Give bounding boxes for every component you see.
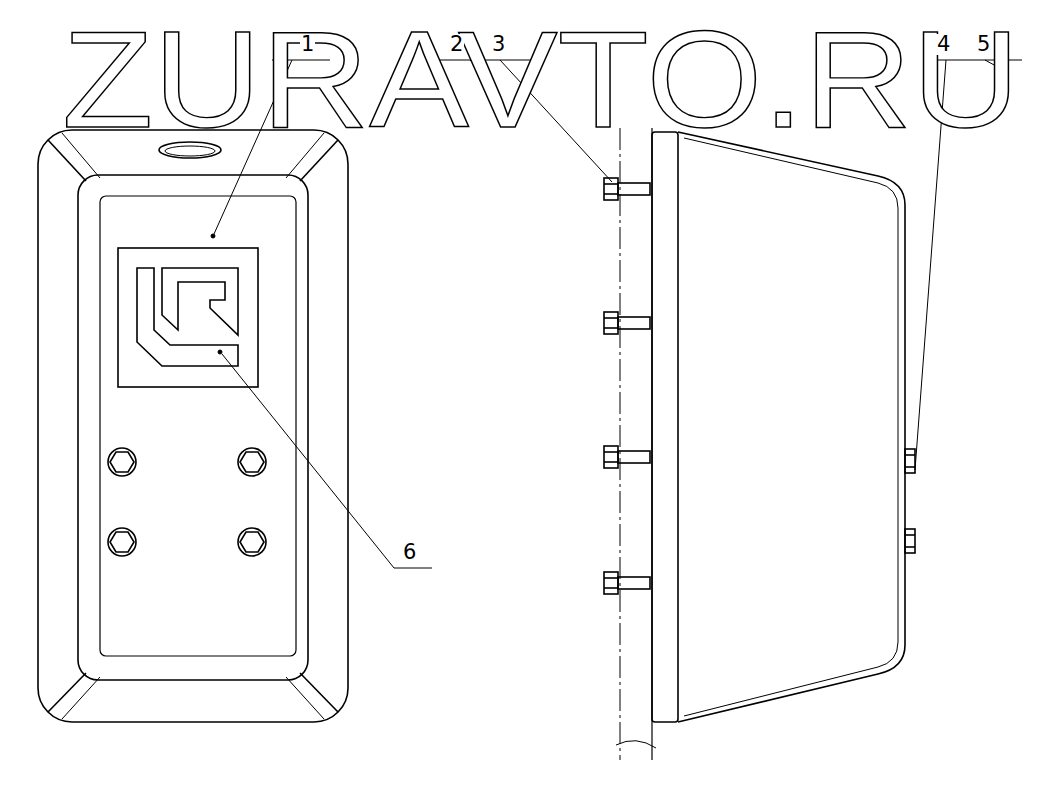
callout-number: 3: [491, 34, 506, 55]
callout-number: 6: [402, 542, 417, 563]
callout-number: 2: [449, 34, 464, 55]
side-view: [604, 128, 915, 760]
watermark: ZURAVTO.RU: [62, 10, 1020, 148]
callout-number: 5: [976, 34, 991, 55]
front-view: [38, 130, 348, 722]
bolt-heads: [108, 448, 266, 556]
bolts: [604, 178, 915, 594]
callout-number: 4: [936, 34, 951, 55]
callout-number: 1: [300, 34, 315, 55]
